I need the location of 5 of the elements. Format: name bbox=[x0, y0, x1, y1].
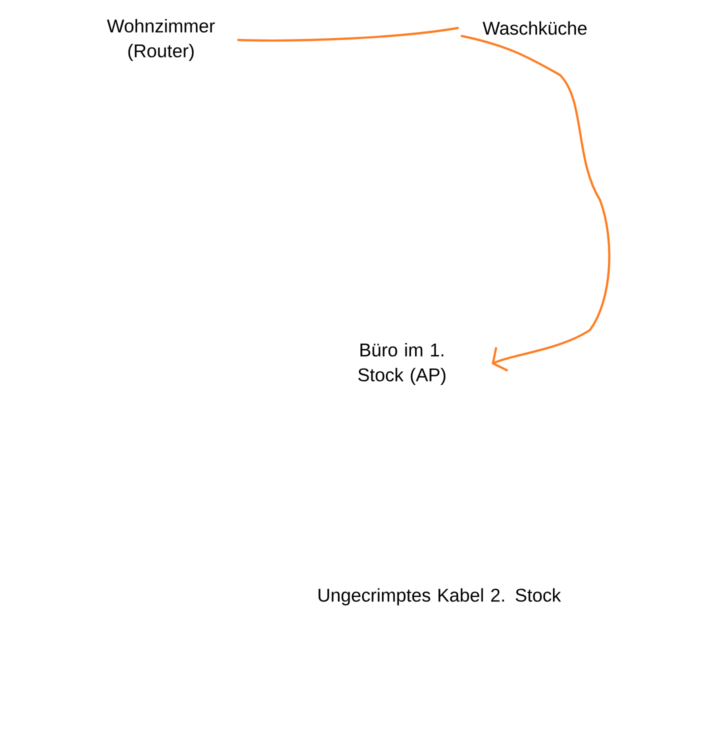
note-text: Ungecrimptes Kabel 2. Stock bbox=[318, 588, 561, 606]
cable-arrow bbox=[460, 34, 610, 372]
room-label: Büro im 1. Stock (AP) bbox=[358, 342, 446, 386]
room-label: Waschküche bbox=[482, 21, 587, 35]
room-label: Wohnzimmer (Router) bbox=[106, 18, 215, 62]
